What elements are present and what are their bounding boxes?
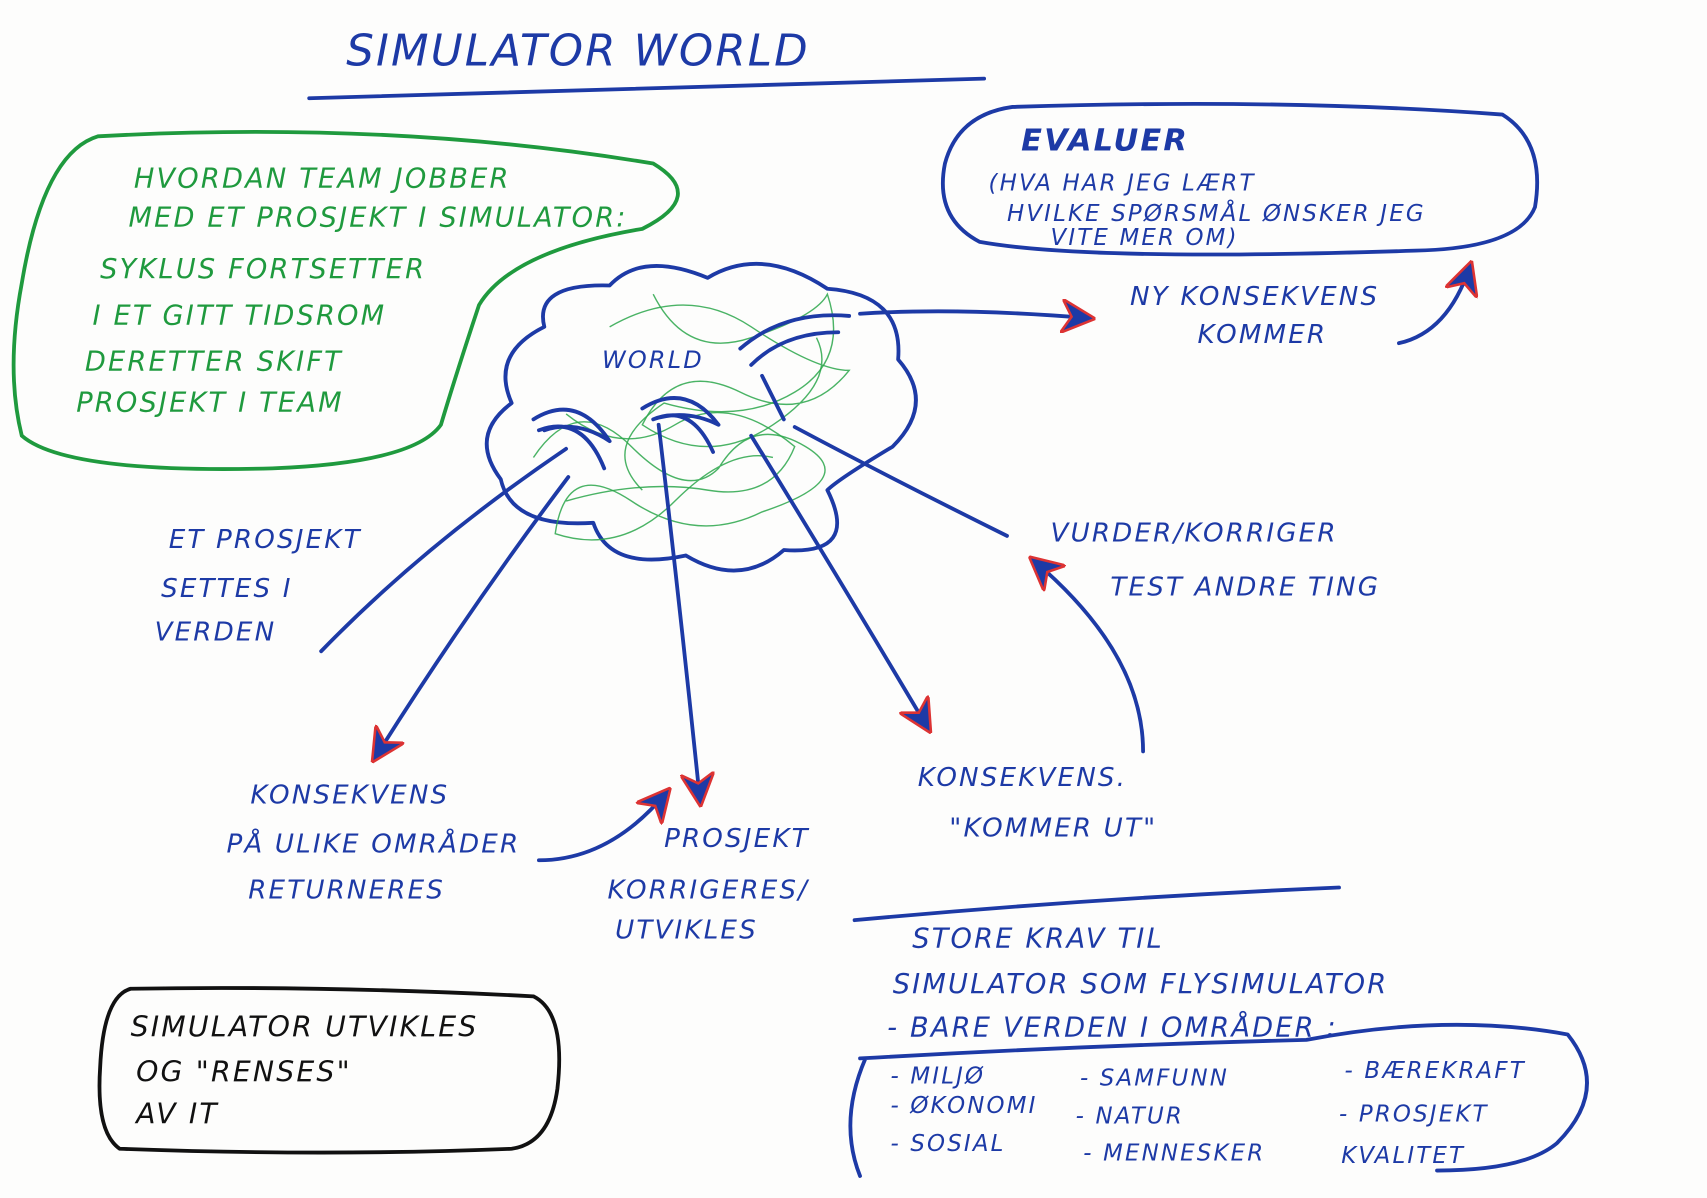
project-placed-line: SETTES I [161,574,292,604]
green-note-line: MED ET PROSJEKT I SIMULATOR: [128,203,627,234]
area-item: - MILJØ [891,1063,986,1089]
assess-line: VURDER/KORRIGER [1051,518,1338,548]
page-title: SIMULATOR WORLD [346,27,810,77]
evaluate-line: VITE MER OM) [1051,225,1239,251]
new-consequence-line: NY KONSEKVENS [1130,282,1379,312]
new-consequence-line: KOMMER [1198,320,1328,350]
assess-line: TEST ANDRE TING [1110,573,1380,603]
area-item: KVALITET [1341,1143,1465,1169]
project-corrected-line: PROSJEKT [664,824,810,854]
black-note-line: OG "RENSES" [136,1055,352,1088]
area-item: - ØKONOMI [891,1093,1038,1119]
requirements-line: - BARE VERDEN I OMRÅDER : [887,1012,1338,1044]
arrow-to-consequence-out [749,433,927,728]
world-cloud [484,261,918,573]
black-note-line: SIMULATOR UTVIKLES [131,1011,479,1044]
black-note-box [97,986,562,1155]
arrow-to-project-corrected [656,422,700,801]
arrow-to-consequence-returned [376,475,571,757]
arrow-consequence-to-assess [1034,561,1145,754]
evaluate-box [940,101,1540,257]
consequence-returned-line: KONSEKVENS [250,781,449,811]
project-corrected-line: KORRIGERES/ [607,875,810,905]
consequence-returned-line: PÅ ULIKE OMRÅDER [226,828,520,860]
evaluate-line: (HVA HAR JEG LÆRT [988,171,1255,197]
cloud-swirls [531,313,852,471]
arrow-feedback-to-project [536,793,666,863]
requirements-divider [852,885,1341,923]
green-note-line: SYKLUS FORTSETTER [100,254,426,285]
consequence-out-line: KONSEKVENS. [918,763,1127,793]
evaluate-line: HVILKE SPØRSMÅL ØNSKER JEG [1007,199,1426,227]
arrow-to-evaluate [1397,267,1470,346]
project-placed-line: ET PROSJEKT [169,525,362,555]
green-note-line: PROSJEKT I TEAM [76,388,344,419]
area-item: - SAMFUNN [1080,1066,1229,1092]
cloud-label: WORLD [602,346,704,374]
areas-box [848,1022,1589,1178]
title-underline [307,76,987,101]
project-corrected-line: UTVIKLES [615,916,758,946]
area-item: - NATUR [1076,1104,1184,1130]
area-item: - BÆREKRAFT [1344,1058,1525,1084]
black-note-line: AV IT [134,1098,219,1131]
consequence-returned-line: RETURNERES [248,875,445,905]
green-note-line: DERETTER SKIFT [85,346,343,377]
area-item: - PROSJEKT [1339,1102,1489,1128]
green-note-box [11,129,680,471]
area-item: - SOSIAL [891,1131,1006,1157]
green-note-line: I ET GITT TIDSROM [93,301,387,332]
green-note-line: HVORDAN TEAM JOBBER [134,163,511,194]
arrow-project-into-world [319,446,569,654]
arrow-to-assess [792,425,1009,538]
requirements-line: SIMULATOR SOM FLYSIMULATOR [893,969,1389,1000]
green-note-text: HVORDAN TEAM JOBBER MED ET PROSJEKT I SI… [76,163,627,419]
evaluate-heading: EVALUER [1021,123,1189,158]
requirements-line: STORE KRAV TIL [912,923,1164,954]
arrow-to-new-consequence [858,311,1089,318]
area-item: - MENNESKER [1083,1141,1265,1167]
consequence-out-line: "KOMMER UT" [949,813,1157,843]
project-placed-line: VERDEN [155,617,277,647]
